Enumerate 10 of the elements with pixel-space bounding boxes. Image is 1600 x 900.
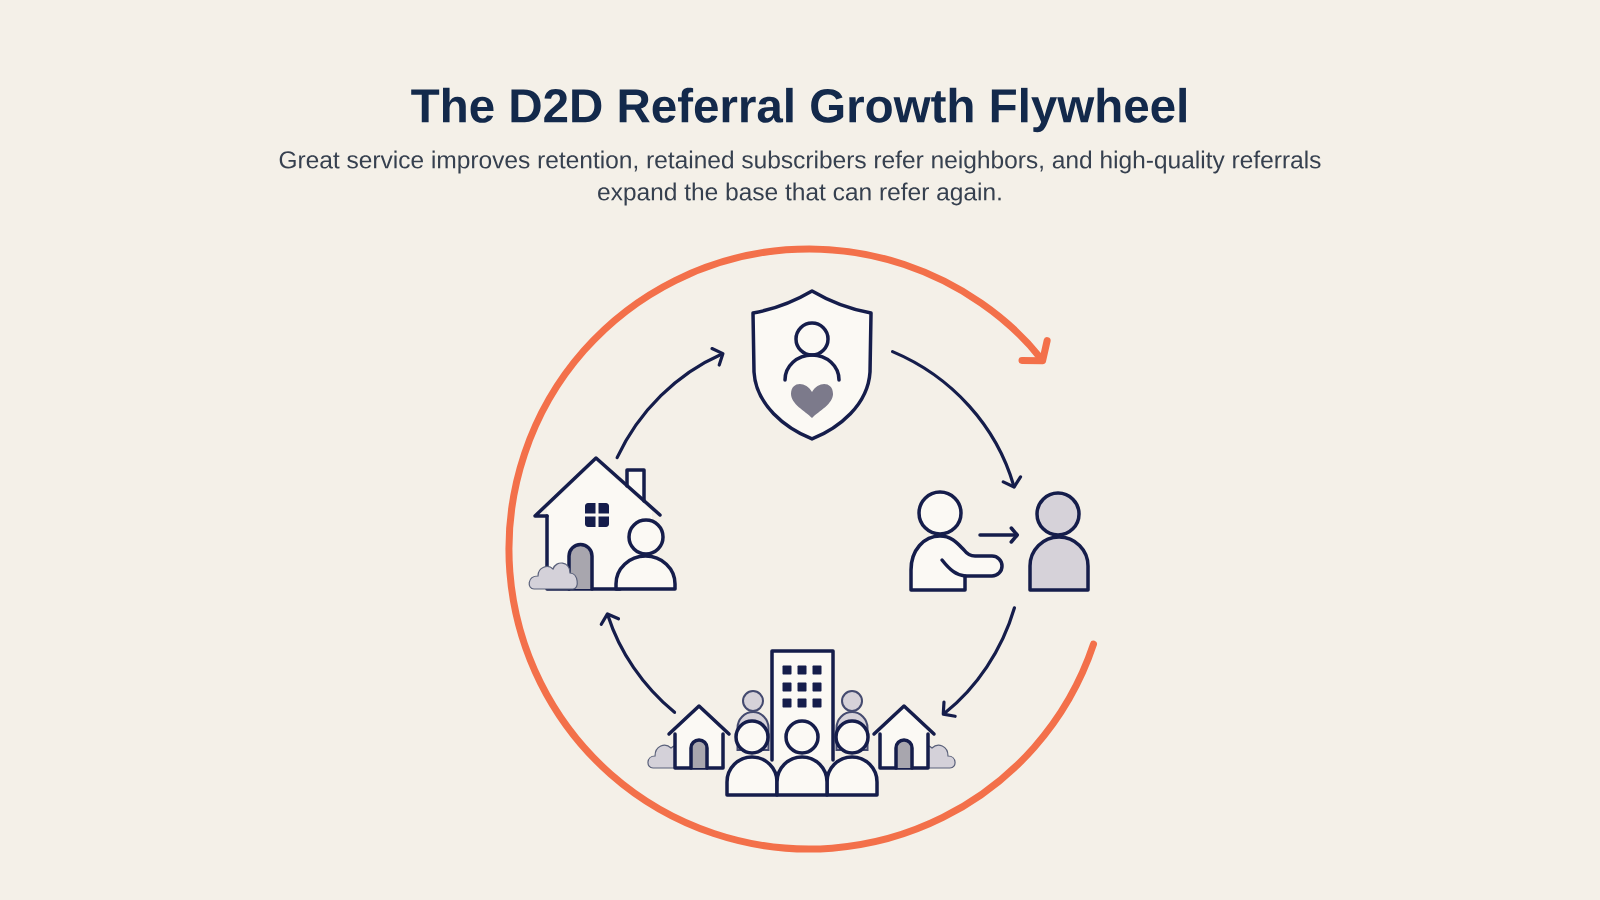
title: The D2D Referral Growth Flywheel: [411, 87, 1186, 133]
arrow: [890, 350, 1023, 489]
arrow: [941, 606, 1017, 718]
arrow: [615, 346, 725, 460]
shield-heart-icon: [751, 289, 873, 441]
arrow: [599, 612, 677, 714]
neighborhood-icon: [647, 649, 956, 797]
house-person-icon: [528, 456, 677, 591]
subtitle: Great service improves retention, retained subscribers refer neighbors, and high-quality referrals expand the base that can refer again.: [279, 150, 1321, 206]
person-referral-icon: [909, 490, 1090, 592]
